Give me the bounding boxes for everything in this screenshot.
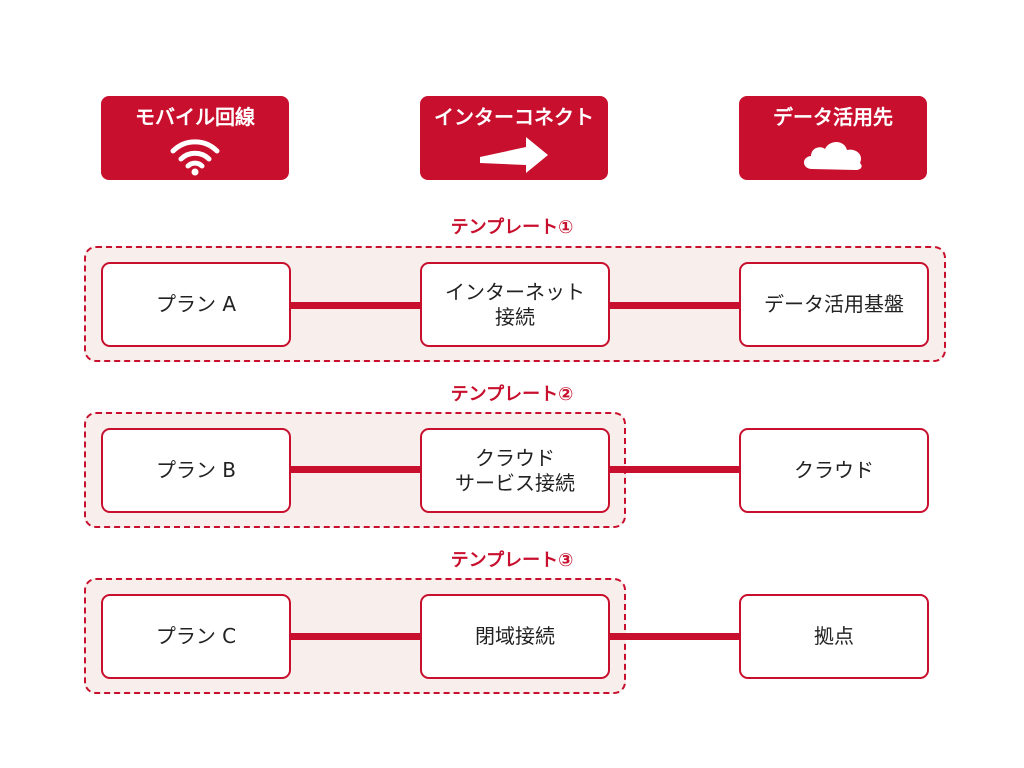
mobile-line-header: モバイル回線 [101, 96, 289, 180]
template-2-connection-line-1: クラウド [475, 445, 555, 470]
template-2-destination-node: クラウド [739, 428, 929, 513]
template-3-title: テンプレート③ [450, 550, 574, 571]
template-1-connection-line-1: インターネット [445, 279, 585, 304]
template-3-connector-right [609, 633, 740, 640]
template-3-plan-node: プラン C [101, 594, 291, 679]
template-1-plan-label: プラン A [155, 292, 237, 316]
template-2-connector-left [291, 466, 421, 473]
wifi-icon [170, 139, 220, 176]
template-3-connection-node: 閉域接続 [420, 594, 610, 679]
template-2-connector-right [609, 466, 740, 473]
cloud-icon [803, 142, 862, 170]
template-1-destination-node: データ活用基盤 [739, 262, 929, 347]
interconnect-header: インターコネクト [420, 96, 608, 180]
template-3-plan-label: プラン C [155, 624, 237, 648]
template-2-title: テンプレート② [450, 384, 574, 405]
template-1-destination-label: データ活用基盤 [764, 292, 904, 316]
template-3-destination-label: 拠点 [814, 624, 854, 648]
template-3-connector-left [291, 633, 421, 640]
mobile-line-title: モバイル回線 [135, 105, 255, 129]
template-3-destination-node: 拠点 [739, 594, 929, 679]
arrow-right-icon [480, 137, 548, 173]
template-1-plan-node: プラン A [101, 262, 291, 347]
template-2-plan-node: プラン B [101, 428, 291, 513]
data-destination-header: データ活用先 [739, 96, 927, 180]
template-2-plan-label: プラン B [155, 458, 237, 482]
template-1-connector-right [609, 302, 740, 309]
template-3-connection-line-1: 閉域接続 [475, 624, 555, 648]
template-1-connection-line-2: 接続 [495, 304, 535, 329]
template-1-title: テンプレート① [450, 217, 574, 238]
template-2-connection-node: クラウド サービス接続 [420, 428, 610, 513]
template-1-connection-node: インターネット 接続 [420, 262, 610, 347]
interconnect-title: インターコネクト [434, 105, 594, 129]
data-destination-title: データ活用先 [773, 105, 893, 129]
template-2-destination-label: クラウド [794, 458, 874, 482]
template-1-connector-left [291, 302, 421, 309]
template-2-connection-line-2: サービス接続 [455, 470, 575, 495]
